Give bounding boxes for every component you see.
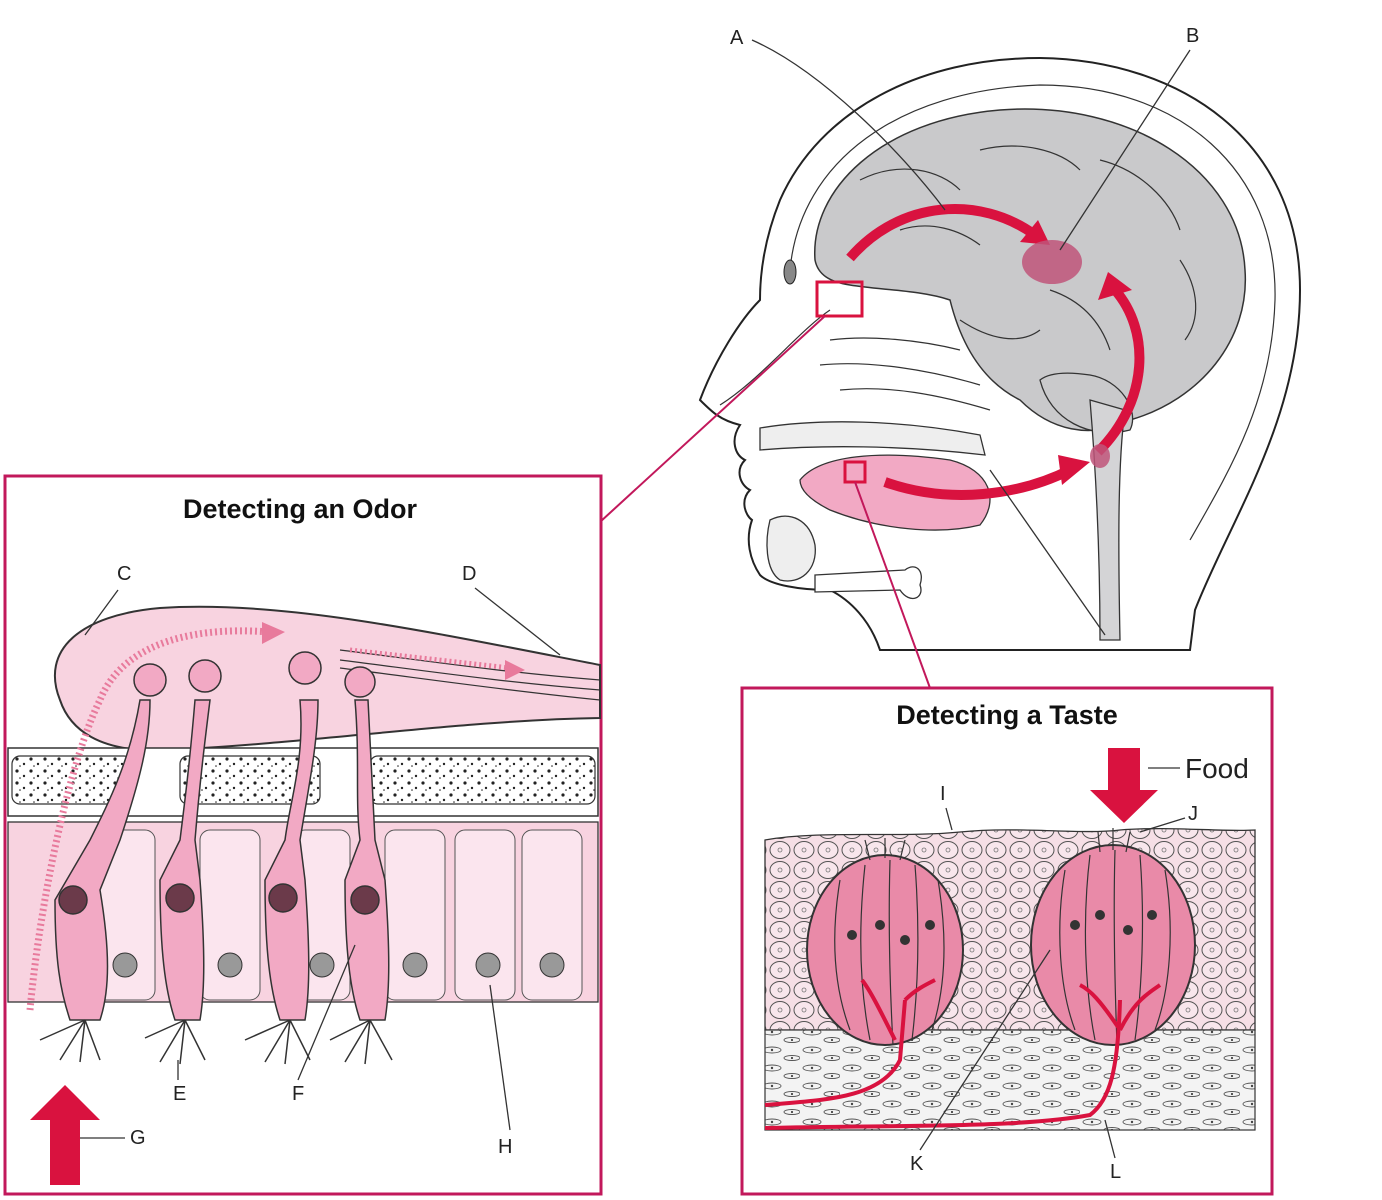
supporting-cell (521, 829, 583, 1001)
odor-connector-line (599, 315, 826, 523)
taste-panel: Detecting a Taste (740, 686, 1274, 1196)
odor-panel-title: Detecting an Odor (183, 494, 418, 524)
label-c: C (117, 563, 131, 585)
label-i: I (940, 783, 946, 805)
label-j: J (1188, 803, 1198, 825)
label-h: H (498, 1136, 512, 1158)
brainstem-relay (1090, 444, 1110, 468)
nose-zoom-box (815, 280, 864, 318)
taste-bud-left (806, 838, 964, 1046)
odor-signal-path (26, 627, 271, 1011)
label-g: G (130, 1127, 146, 1149)
skull-inner-line (789, 84, 1276, 541)
taste-nerve-right (764, 983, 1162, 1130)
label-l: L (1110, 1161, 1121, 1183)
cortex-target-b (1022, 240, 1082, 284)
odor-signal-arrowhead (262, 622, 285, 644)
eye (783, 259, 797, 285)
palate (759, 421, 986, 456)
taste-panel-title: Detecting a Taste (896, 700, 1118, 730)
receptor-neuron (144, 659, 222, 1065)
taste-pathway-arrow (883, 272, 1145, 500)
food-label: Food (1185, 753, 1249, 784)
connective-tissue (764, 1029, 1256, 1131)
olfactory-pathway-arrow (846, 204, 1050, 262)
head-silhouette (698, 56, 1302, 651)
label-a: A (730, 27, 744, 49)
taste-bud-right (1030, 828, 1196, 1046)
tongue (799, 454, 991, 531)
bone-segment-3 (369, 755, 596, 805)
olfactory-receptor-neurons (39, 651, 393, 1065)
head-illustration (698, 56, 1302, 651)
receptor-neuron (39, 663, 167, 1063)
odor-signal-tract (349, 647, 511, 671)
bone-segment-2 (179, 755, 321, 805)
taste-connector-line (854, 481, 931, 689)
nasal-cavity (719, 309, 991, 411)
airflow-arrow (30, 1085, 100, 1185)
label-b: B (1186, 25, 1199, 47)
label-k: K (910, 1153, 924, 1175)
brain-gyri (859, 145, 1197, 351)
hyoid (814, 566, 922, 600)
odor-tract-arrowhead (505, 660, 525, 680)
supporting-cells (94, 829, 583, 1001)
odor-panel: Detecting an Odor (3, 474, 603, 1196)
label-f: F (292, 1083, 304, 1105)
receptor-neuron (244, 651, 322, 1065)
lower-jaw (766, 515, 816, 582)
label-d: D (462, 563, 476, 585)
receptor-neuron (329, 666, 393, 1065)
supporting-cell (454, 829, 516, 1001)
label-e: E (173, 1083, 186, 1105)
food-arrow (1090, 748, 1158, 823)
taste-nerve-left (764, 978, 936, 1107)
